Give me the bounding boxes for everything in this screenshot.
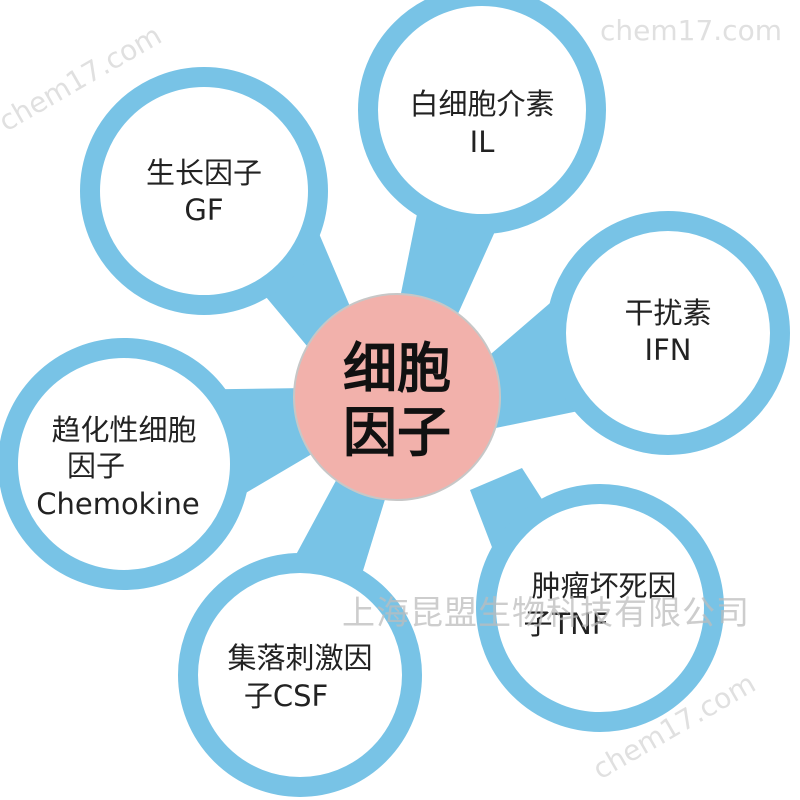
watermark-site-top-right: chem17.com bbox=[600, 14, 782, 47]
node-il-circle bbox=[358, 0, 606, 234]
node-gf-label-2: GF bbox=[184, 193, 223, 227]
node-tumor-necrosis-factor: 肿瘤坏死因 子TNF bbox=[476, 484, 724, 732]
node-chemokine-label-1: 趋化性细胞 bbox=[51, 413, 196, 447]
node-csf-circle bbox=[178, 553, 422, 797]
watermark-company: 上海昆盟生物科技有限公司 bbox=[342, 593, 750, 632]
node-ifn-label-1: 干扰素 bbox=[624, 296, 711, 330]
node-interleukin: 白细胞介素 IL bbox=[358, 0, 606, 234]
node-chemokine-circle bbox=[0, 338, 250, 590]
node-tnf-circle bbox=[476, 484, 724, 732]
node-ifn-label-2: IFN bbox=[645, 333, 692, 367]
node-gf-label-1: 生长因子 bbox=[146, 156, 262, 190]
node-ifn-circle bbox=[546, 211, 790, 455]
node-gf-circle bbox=[80, 67, 328, 315]
node-interferon: 干扰素 IFN bbox=[546, 211, 790, 455]
node-colony-stimulating-factor: 集落刺激因 子CSF bbox=[178, 553, 422, 797]
center-label-1: 细胞 bbox=[343, 337, 451, 400]
node-chemokine-label-2: 因子 bbox=[67, 449, 125, 483]
node-cytokine-center: 细胞 因子 bbox=[293, 293, 501, 501]
node-growth-factor: 生长因子 GF bbox=[80, 67, 328, 315]
node-chemokine-label-3: Chemokine bbox=[36, 487, 200, 521]
node-tnf-label-2: 子TNF bbox=[523, 607, 608, 641]
node-il-label-1: 白细胞介素 bbox=[409, 87, 554, 121]
node-tnf-label-1: 肿瘤坏死因 bbox=[531, 569, 676, 603]
node-chemokine: 趋化性细胞 因子 Chemokine bbox=[0, 338, 250, 590]
center-label-2: 因子 bbox=[343, 401, 451, 464]
node-il-label-2: IL bbox=[470, 125, 495, 159]
center-circle bbox=[293, 293, 501, 501]
node-csf-label-2: 子CSF bbox=[244, 679, 328, 713]
node-csf-label-1: 集落刺激因 bbox=[227, 641, 372, 675]
